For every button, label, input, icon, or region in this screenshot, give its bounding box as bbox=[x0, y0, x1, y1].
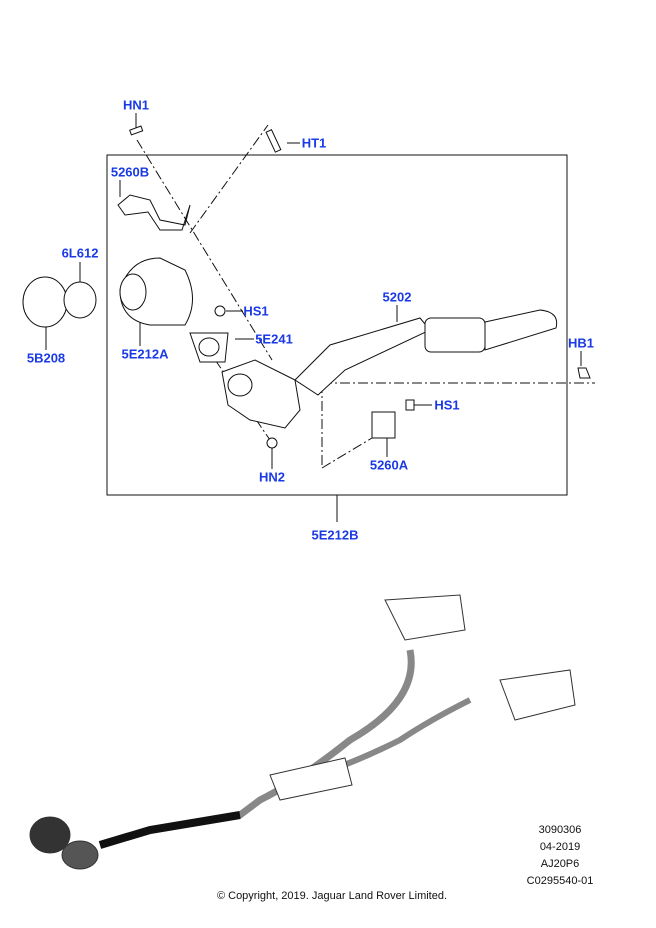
callout-5B208[interactable]: 5B208 bbox=[26, 350, 66, 366]
callout-HN2[interactable]: HN2 bbox=[258, 469, 286, 485]
callout-HN1[interactable]: HN1 bbox=[122, 97, 150, 113]
callout-5202[interactable]: 5202 bbox=[382, 289, 412, 305]
callout-HB1[interactable]: HB1 bbox=[567, 335, 595, 351]
callout-5E212B[interactable]: 5E212B bbox=[311, 527, 359, 543]
illustration-number: 3090306 bbox=[538, 824, 582, 836]
callout-HS1[interactable]: HS1 bbox=[243, 303, 269, 319]
callout-5260A[interactable]: 5260A bbox=[369, 457, 409, 473]
callout-HS1-second[interactable]: HS1 bbox=[434, 397, 460, 413]
copyright-text: © Copyright, 2019. Jaguar Land Rover Lim… bbox=[216, 890, 448, 902]
callout-5260B[interactable]: 5260B bbox=[110, 164, 150, 180]
illustration-date: 04-2019 bbox=[539, 841, 581, 853]
catalog-code: C0295540-01 bbox=[526, 875, 594, 887]
callout-6L612[interactable]: 6L612 bbox=[61, 245, 99, 261]
callout-HT1[interactable]: HT1 bbox=[301, 135, 327, 151]
callout-5E241[interactable]: 5E241 bbox=[255, 331, 293, 347]
callout-5E212A[interactable]: 5E212A bbox=[121, 346, 169, 362]
model-code: AJ20P6 bbox=[540, 858, 580, 870]
